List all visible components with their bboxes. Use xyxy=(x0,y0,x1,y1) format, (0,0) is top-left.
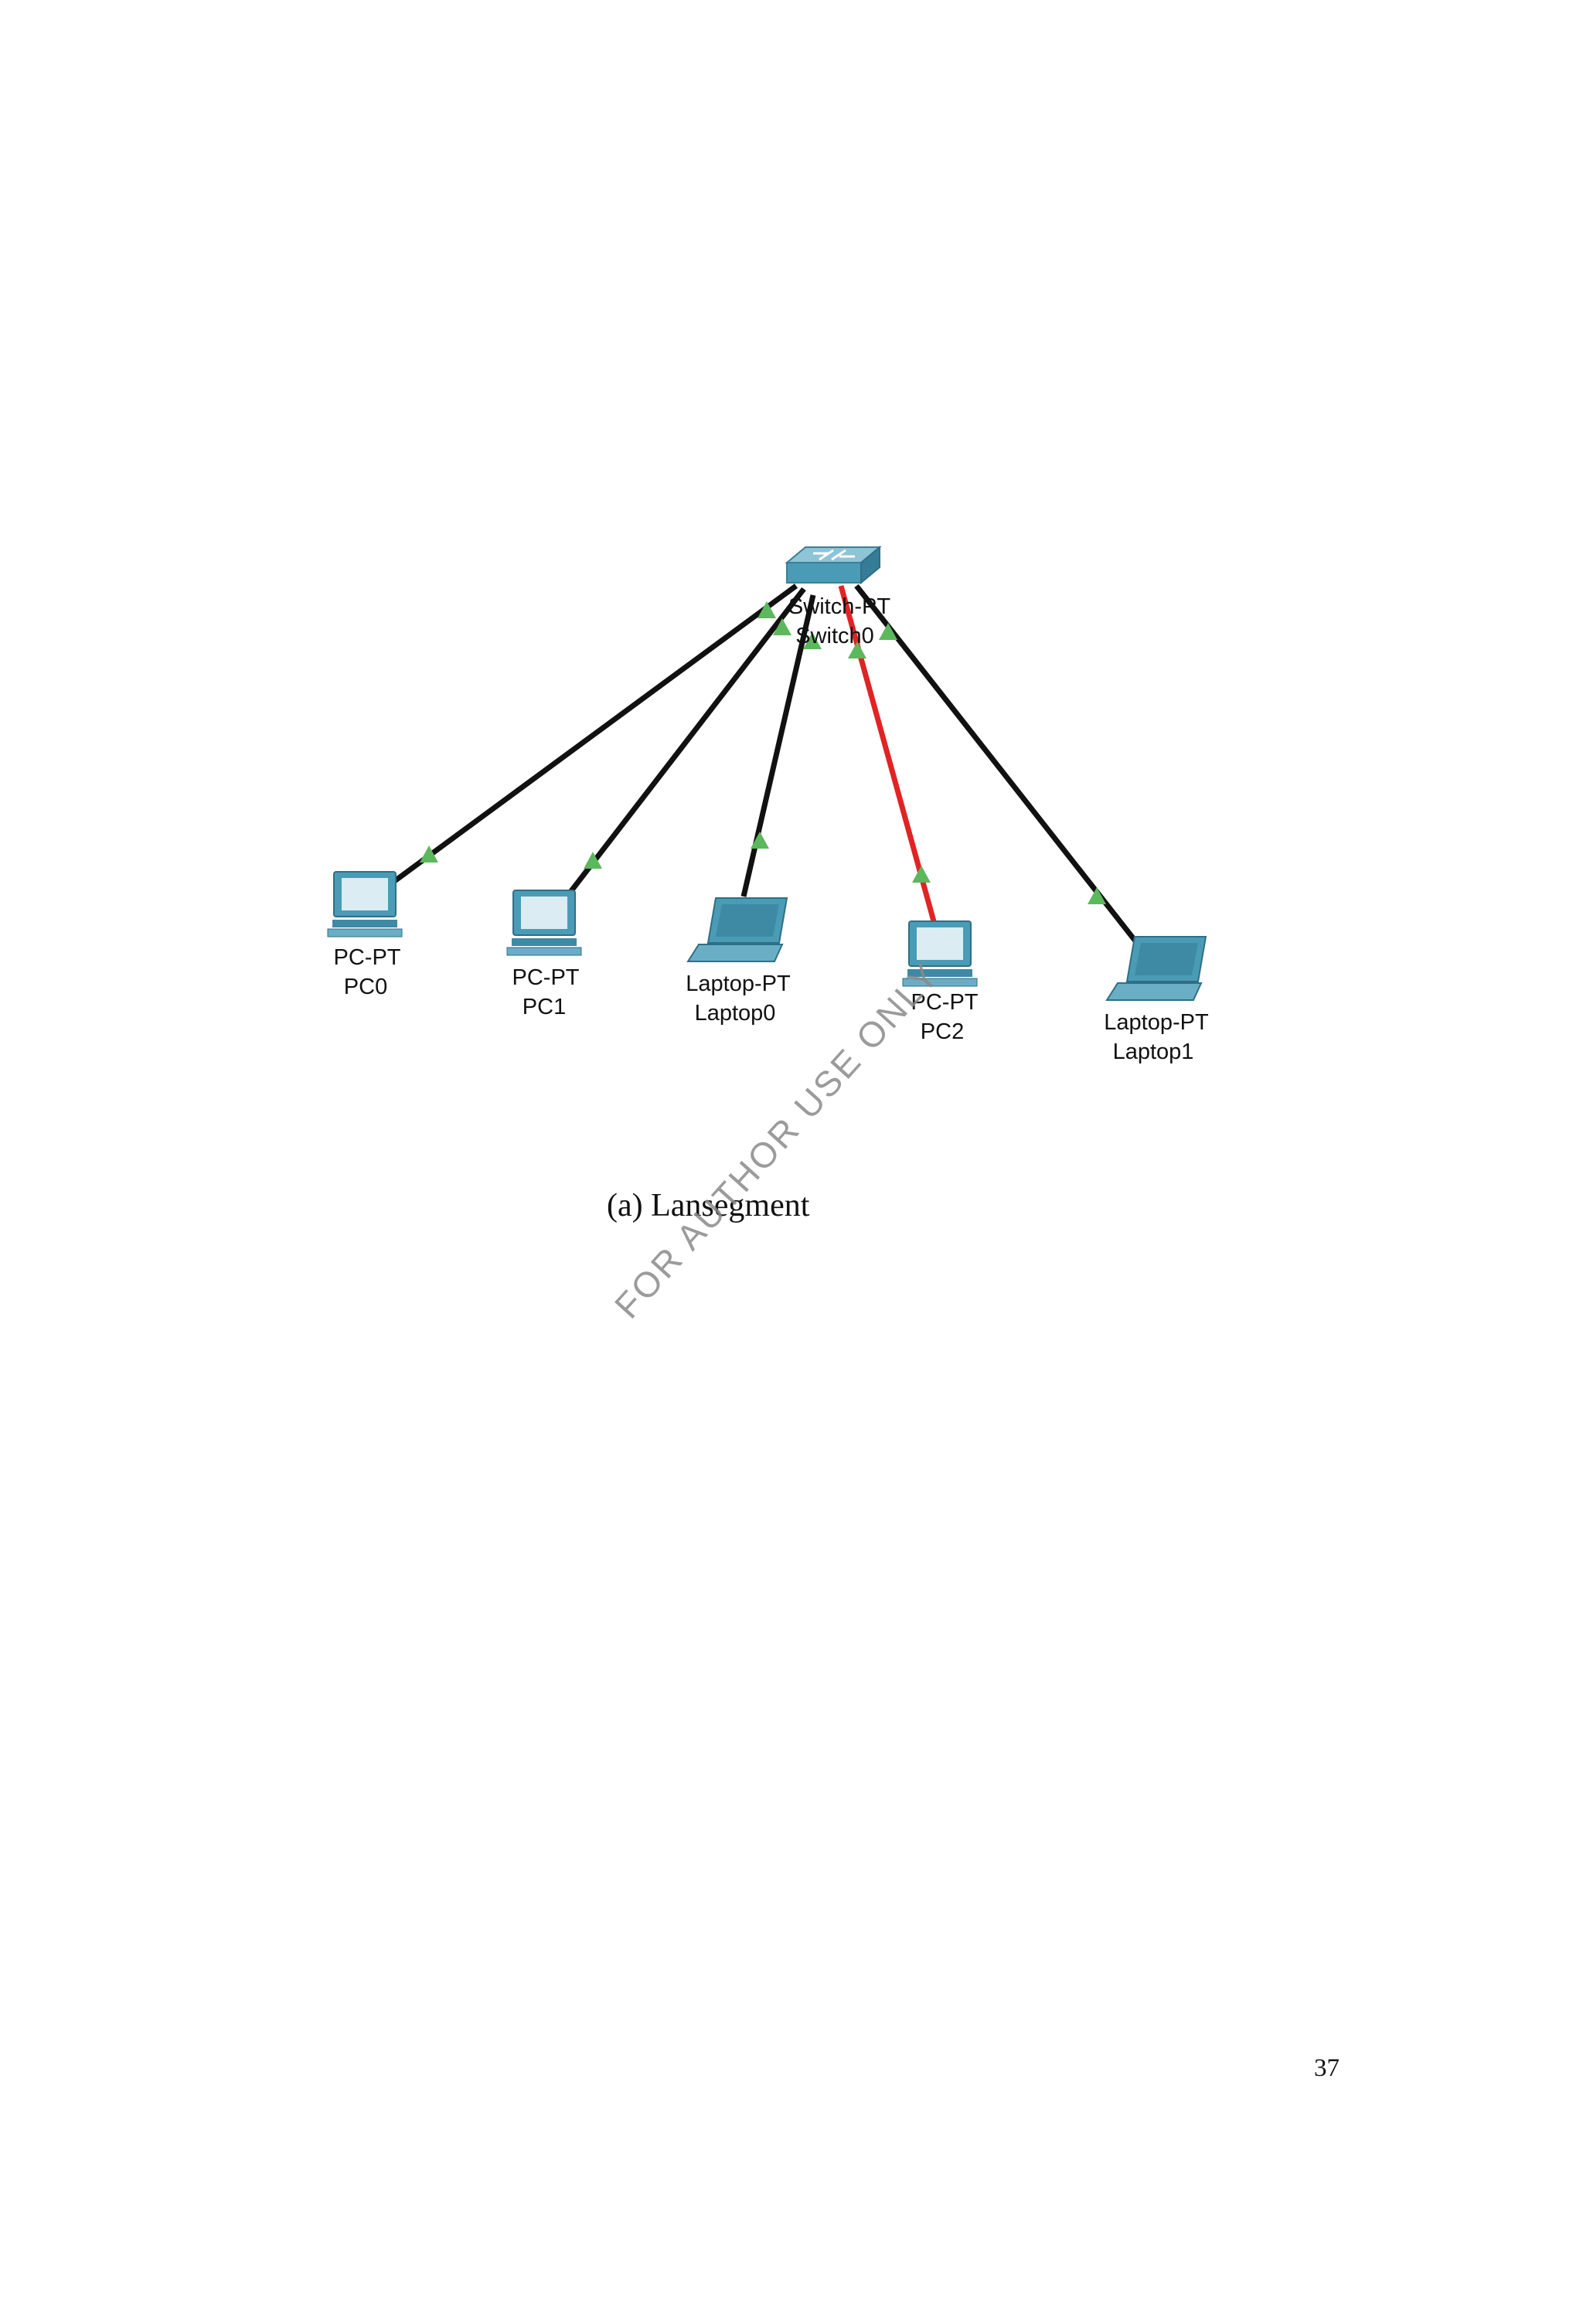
desktop-pc-icon xyxy=(902,920,978,987)
status-triangle-switch-pc0 xyxy=(757,601,776,618)
status-triangle-switch-laptop1 xyxy=(879,623,897,640)
figure-caption: (a) Lansegment xyxy=(607,1187,809,1224)
desktop-pc-icon xyxy=(327,871,403,937)
caption-text: Lansegment xyxy=(651,1188,810,1223)
device-laptop1[interactable]: Laptop-PT Laptop1 xyxy=(1104,936,1209,1064)
link-switch0-pc0 xyxy=(388,584,798,886)
status-triangle-pc2 xyxy=(912,866,931,883)
device-pc1[interactable]: PC-PT PC1 xyxy=(506,890,582,1019)
laptop1-type-label: Laptop-PT xyxy=(1104,1010,1209,1035)
status-triangle-switch-pc1 xyxy=(773,618,792,635)
laptop0-type-label: Laptop-PT xyxy=(686,971,791,996)
laptop-icon xyxy=(686,897,788,962)
status-triangle-switch-laptop0 xyxy=(803,632,822,649)
pc1-type-label: PC-PT xyxy=(512,965,580,990)
status-triangle-laptop0 xyxy=(751,832,769,849)
device-laptop0[interactable]: Laptop-PT Laptop0 xyxy=(686,897,791,1026)
pc2-name-label: PC2 xyxy=(921,1019,964,1044)
switch-icon xyxy=(785,545,882,585)
link-switch0-laptop1 xyxy=(854,584,1142,948)
device-pc0[interactable]: PC-PT PC0 xyxy=(327,871,403,999)
pc0-name-label: PC0 xyxy=(344,975,387,999)
device-pc2[interactable]: PC-PT PC2 xyxy=(902,920,979,1044)
laptop-icon xyxy=(1105,936,1207,1001)
link-switch0-pc1 xyxy=(566,587,806,897)
status-triangle-laptop1 xyxy=(1088,887,1106,904)
switch0-name-label: Switch0 xyxy=(795,624,874,648)
caption-prefix: (a) xyxy=(607,1188,643,1223)
pc2-type-label: PC-PT xyxy=(911,990,979,1015)
laptop0-name-label: Laptop0 xyxy=(695,1001,776,1026)
links xyxy=(388,584,1142,948)
pc1-name-label: PC1 xyxy=(523,995,566,1019)
page-number: 37 xyxy=(1314,2054,1340,2082)
status-triangle-pc0 xyxy=(420,846,438,863)
link-switch0-pc2 xyxy=(838,585,937,922)
status-triangle-switch-pc2 xyxy=(848,641,866,658)
desktop-pc-icon xyxy=(506,890,582,956)
switch0-type-label: Switch-PT xyxy=(788,594,890,619)
device-switch0[interactable]: Switch-PT Switch0 xyxy=(785,545,890,648)
pc0-type-label: PC-PT xyxy=(334,945,401,970)
laptop1-name-label: Laptop1 xyxy=(1113,1040,1194,1064)
link-status-indicators xyxy=(420,601,1106,904)
status-triangle-pc1 xyxy=(584,852,602,869)
